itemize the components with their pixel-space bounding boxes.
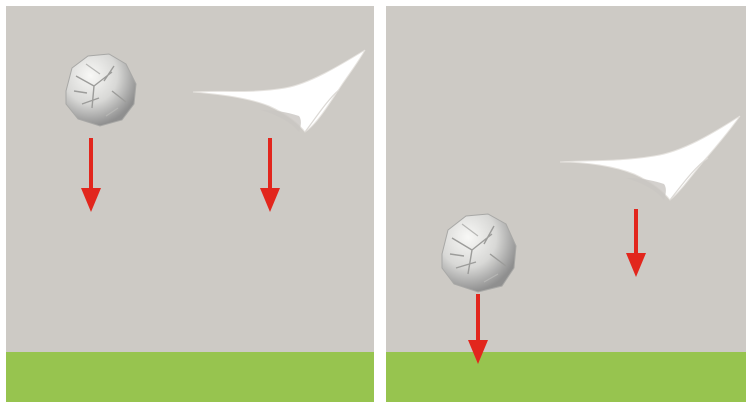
crumpled-paper-ball: [54, 46, 144, 131]
crumpled-paper-ball: [432, 208, 522, 296]
right-panel: [386, 6, 746, 402]
downward-arrow: [260, 138, 280, 214]
downward-arrow: [81, 138, 101, 214]
left-panel: [6, 6, 374, 402]
downward-arrow: [626, 209, 646, 279]
flat-paper-sheet: [189, 46, 369, 136]
flat-paper-sheet: [556, 110, 746, 205]
ground-grass: [386, 352, 746, 402]
downward-arrow: [468, 294, 488, 366]
ground-grass: [6, 352, 374, 402]
